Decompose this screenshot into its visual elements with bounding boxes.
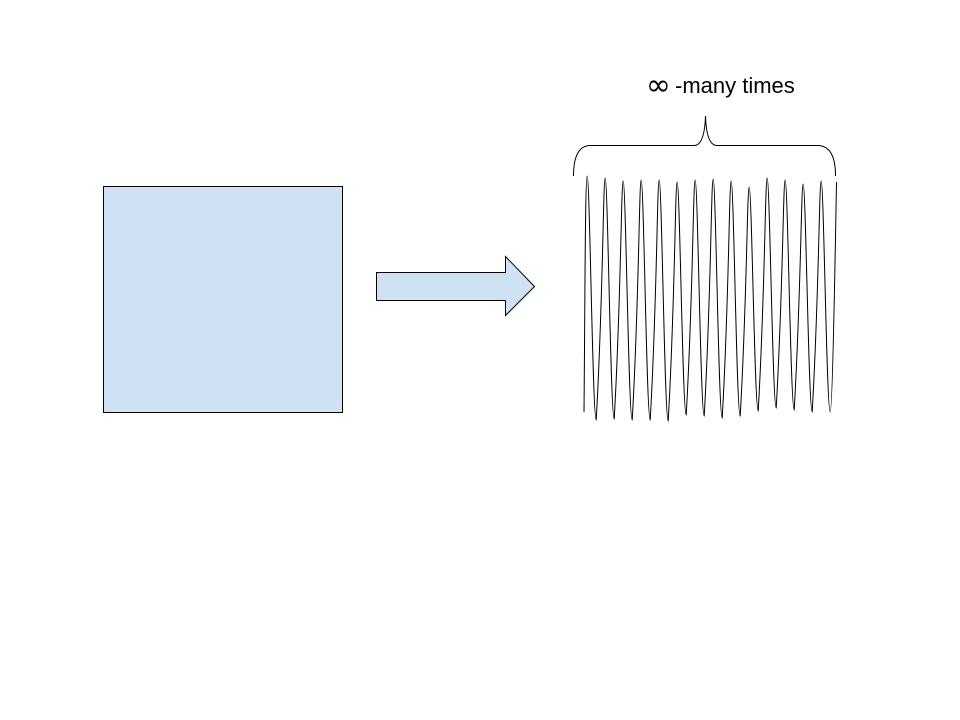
oscillating-wave bbox=[583, 175, 837, 422]
curly-brace bbox=[573, 115, 836, 177]
right-arrow bbox=[376, 255, 536, 317]
infinity-annotation: ∞ -many times bbox=[646, 70, 795, 102]
square-shape bbox=[103, 186, 343, 413]
infinity-symbol: ∞ bbox=[646, 68, 671, 103]
annotation-text: -many times bbox=[675, 73, 795, 98]
